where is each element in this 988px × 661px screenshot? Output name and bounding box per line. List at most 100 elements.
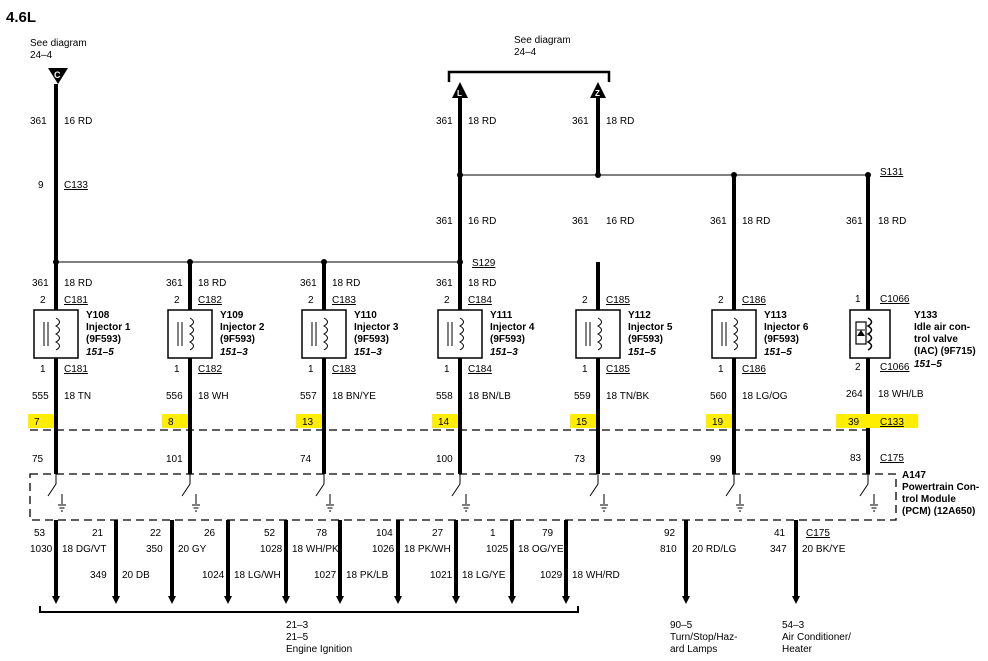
coil-icon (458, 317, 464, 351)
inj3-out-connector: C183 (332, 364, 356, 375)
iac-ref: 151–5 (914, 359, 942, 370)
inj6-id: Y113 (764, 310, 787, 321)
inj4-pin-highlight (432, 414, 458, 428)
inj1-id: Y108 (86, 310, 110, 321)
inj1-in-wire: 18 RD (64, 278, 92, 289)
inj2-in-connector: C182 (198, 295, 222, 306)
inj1-in-pin: 2 (40, 295, 46, 306)
inj2-pcm-lower: 101 (166, 454, 183, 465)
coil-icon (596, 317, 602, 351)
connector-c-icon: C (48, 68, 68, 84)
inj6-in-pin: 2 (718, 295, 724, 306)
bottom-pin-9: 1 (490, 528, 496, 539)
pcm-box (29, 473, 897, 521)
coil-icon (54, 317, 60, 351)
bottom-pin-8: 27 (432, 528, 444, 539)
inj2-ref: 151–3 (220, 347, 248, 358)
bottom-wire-label-6: 18 PK/LB (346, 570, 389, 581)
feed-z-circuit-top: 361 (572, 116, 589, 127)
svg-text:Z: Z (595, 89, 600, 98)
inj1-name: Injector 1 (86, 322, 131, 333)
inj5-out-pin: 1 (582, 364, 588, 375)
bottom-wire-label-9: 18 OG/YE (518, 544, 564, 555)
inj3-pcm-lower: 74 (300, 454, 312, 465)
inj2-in-wire: 18 RD (198, 278, 226, 289)
iac-in-connector: C1066 (880, 294, 910, 305)
inj6-pcm-lower: 99 (710, 454, 722, 465)
pcm-switch-3-icon (315, 474, 334, 512)
bottom-wire-label-11: 20 RD/LG (692, 544, 737, 555)
bottom-circuit-4: 1024 (202, 570, 225, 581)
inj4-pcm-lower: 100 (436, 454, 453, 465)
bottom-circuit-12: 347 (770, 544, 787, 555)
inj1-ref: 151–5 (86, 347, 114, 358)
top-left-ref-line1: See diagram (30, 38, 87, 49)
inj1-pcm-lower: 75 (32, 454, 44, 465)
inj4-part: (9F593) (490, 334, 525, 345)
bottom-wire-label-2: 20 DB (122, 570, 150, 581)
bottom-circuit-2: 349 (90, 570, 107, 581)
bottom-pin-4: 26 (204, 528, 216, 539)
iac-pcm-highlight (836, 414, 918, 428)
bottom-circuit-8: 1021 (430, 570, 453, 581)
iac-pcm-pin: 39 (848, 417, 860, 428)
coil-icon (322, 317, 328, 351)
inj3-in-connector: C183 (332, 295, 356, 306)
inj3-id: Y110 (354, 310, 377, 321)
inj6-out-pin: 1 (718, 364, 724, 375)
feed-z-circuit-bottom: 361 (572, 216, 589, 227)
inj4-id: Y111 (490, 310, 513, 321)
dest-ignition-line3: Engine Ignition (286, 644, 352, 655)
inj2-in-pin: 2 (174, 295, 180, 306)
bottom-wire-label-10: 18 WH/RD (572, 570, 620, 581)
svg-text:C: C (54, 70, 61, 80)
iac-line2: trol valve (914, 334, 958, 345)
iac-in-pin: 1 (855, 294, 861, 305)
inj5-pcm-lower: 73 (574, 454, 586, 465)
iac-pcm-connector: C133 (880, 417, 904, 428)
bottom-circuit-3: 350 (146, 544, 163, 555)
inj1-pin-highlight (28, 414, 54, 428)
inj3-out-circuit: 557 (300, 391, 317, 402)
feed-left-connector: C133 (64, 180, 88, 191)
coil-icon (188, 317, 194, 351)
inj3-in-wire: 18 RD (332, 278, 360, 289)
inj4-in-wire: 18 RD (468, 278, 496, 289)
inj3-out-pin: 1 (308, 364, 314, 375)
bottom-wire-label-1: 18 DG/VT (62, 544, 106, 555)
iac-splice-dot (865, 172, 871, 178)
inj5-pin-highlight (570, 414, 596, 428)
feed-inj6-circuit: 361 (710, 216, 727, 227)
inj3-name: Injector 3 (354, 322, 399, 333)
inj6-out-connector: C186 (742, 364, 766, 375)
inj2-name: Injector 2 (220, 322, 265, 333)
bottom-pin-6: 78 (316, 528, 328, 539)
bottom-wire-9: 1 1025 18 OG/YE (486, 520, 564, 604)
inj5-out-connector: C185 (606, 364, 630, 375)
bottom-connector-12: C175 (806, 528, 830, 539)
bottom-wire-label-3: 20 GY (178, 544, 207, 555)
feed-l-circuit-top: 361 (436, 116, 453, 127)
inj1-out-wire: 18 TN (64, 391, 91, 402)
bottom-pin-12: 41 (774, 528, 786, 539)
bottom-circuit-5: 1028 (260, 544, 283, 555)
pcm-switch-4-icon (451, 474, 470, 512)
dest-ignition-line1: 21–3 (286, 620, 309, 631)
inj3-in-circuit: 361 (300, 278, 317, 289)
inj2-pcm-pin: 8 (168, 417, 174, 428)
inj1-out-circuit: 555 (32, 391, 49, 402)
bottom-pin-5: 52 (264, 528, 276, 539)
inj6-part: (9F593) (764, 334, 799, 345)
bottom-wire-label-5: 18 WH/PK (292, 544, 339, 555)
dest-lamps-line2: Turn/Stop/Haz- (670, 632, 737, 643)
bottom-circuit-9: 1025 (486, 544, 509, 555)
bottom-pin-10: 79 (542, 528, 554, 539)
